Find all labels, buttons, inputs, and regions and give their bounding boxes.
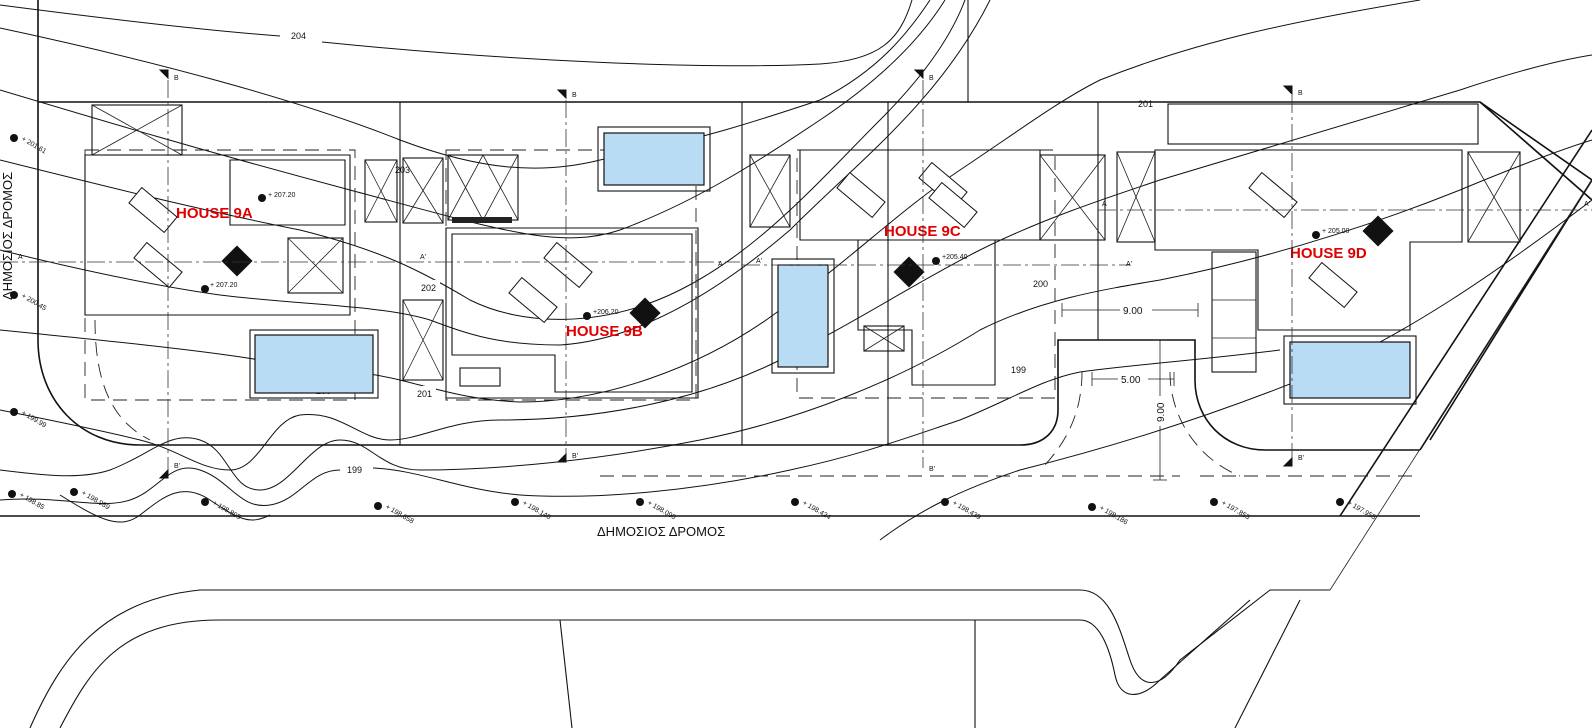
spot-level-marker-icon (511, 498, 519, 506)
spot-level-marker-icon (941, 498, 949, 506)
road-label-left: ΔΗΜΟΣΙΟΣ ΔΡΟΜΟΣ (0, 172, 15, 300)
level-9a-top: + 207.20 (268, 192, 296, 199)
level-9b: +206.20 (593, 309, 619, 316)
sun-lounger (1248, 171, 1358, 309)
pool-9d (1289, 341, 1411, 399)
contour-labels: 204 203 202 201 201 200 200 199 199 (288, 28, 1157, 476)
level-marker-icon (583, 312, 591, 320)
contour-label-201-right: 201 (1138, 99, 1153, 109)
section-mark-b-prime: B' (572, 453, 578, 460)
house-9b: HOUSE 9B +206.20 (402, 126, 711, 401)
section-mark-b-prime: B' (1298, 455, 1304, 462)
contour-label-200-right: 200 (1033, 279, 1048, 289)
section-mark-b: B (174, 75, 179, 82)
section-mark-a: A (1102, 201, 1107, 208)
level-marker-icon (201, 285, 209, 293)
spot-level-marker-icon (1088, 503, 1096, 511)
section-lines: B B B B B' B' B' B' A A' A A' A A' A' (0, 69, 1592, 479)
pool-9b (603, 132, 705, 186)
house-9b-label: HOUSE 9B (566, 323, 643, 340)
house-9d-label: HOUSE 9D (1290, 245, 1367, 262)
section-mark-b-prime: B' (174, 463, 180, 470)
parasol-icon (629, 297, 661, 329)
house-9d: HOUSE 9D + 205.00 (1116, 103, 1521, 405)
pool-9a (254, 334, 374, 394)
spot-level-label: + 200.45 (20, 293, 47, 313)
dimension-width-mid: 5.00 (1121, 375, 1141, 386)
section-mark-a-prime: A' (756, 258, 762, 265)
spot-level-label: + 198.140 (521, 500, 552, 522)
section-mark-b-prime: B' (929, 466, 935, 473)
dimension-lines: 9.00 5.00 9.00 (1061, 303, 1199, 481)
level-marker-icon (1312, 231, 1320, 239)
spot-level-marker-icon (636, 498, 644, 506)
section-mark-a-prime: A' (1584, 201, 1590, 208)
road-label-bottom: ΔΗΜΟΣΙΟΣ ΔΡΟΜΟΣ (597, 524, 725, 539)
dimension-width-top: 9.00 (1123, 306, 1143, 317)
section-mark-b: B (1298, 90, 1303, 97)
spot-level-label: + 197.853 (1220, 500, 1251, 522)
contour-label-199-right: 199 (1011, 365, 1026, 375)
spot-level-marker-icon (374, 502, 382, 510)
house-9c-label: HOUSE 9C (884, 223, 961, 240)
house-9a: HOUSE 9A + 207.20 + 207.20 (84, 104, 398, 401)
spot-level-label: + 198.805 (211, 500, 242, 522)
spot-level-label: + 197.958 (1346, 500, 1377, 522)
level-marker-icon (258, 194, 266, 202)
spot-level-marker-icon (10, 291, 18, 299)
section-mark-a-prime: A' (420, 254, 426, 261)
sun-lounger (128, 186, 183, 289)
spot-level-marker-icon (1336, 498, 1344, 506)
plot-boundaries (37, 0, 1592, 451)
section-mark-a: A (18, 254, 23, 261)
spot-level-marker-icon (8, 490, 16, 498)
spot-level-marker-icon (1210, 498, 1218, 506)
spot-level-marker-icon (70, 488, 78, 496)
sun-lounger (836, 161, 978, 229)
section-mark-a: A (718, 261, 723, 268)
contour-label-201: 201 (417, 389, 432, 399)
level-9a-bottom: + 207.20 (210, 282, 238, 289)
pool-9c (777, 264, 829, 368)
spot-level-marker-icon (10, 408, 18, 416)
house-9a-label: HOUSE 9A (176, 205, 253, 222)
parasol-icon (1362, 215, 1394, 247)
spot-level-label: + 198.424 (801, 500, 832, 522)
contour-label-199: 199 (347, 465, 362, 475)
spot-level-label: + 198.090 (646, 500, 677, 522)
spot-level-label: + 198.85 (18, 492, 45, 512)
contour-label-204: 204 (291, 31, 306, 41)
parasol-icon (893, 256, 925, 288)
spot-level-label: + 199.99 (20, 410, 47, 430)
section-mark-b: B (929, 75, 934, 82)
spot-level-label: + 198.989 (80, 490, 111, 512)
section-mark-b: B (572, 92, 577, 99)
level-marker-icon (932, 257, 940, 265)
spot-level-marker-icon (10, 134, 18, 142)
spot-level-marker-icon (791, 498, 799, 506)
parasol-icon (221, 245, 253, 277)
sun-lounger (508, 241, 593, 324)
spot-level-label: + 198.439 (951, 500, 982, 522)
spot-level-label: + 201.61 (20, 136, 47, 156)
house-9c: HOUSE 9C +205.40 (749, 149, 1106, 399)
contour-label-202: 202 (421, 283, 436, 293)
level-9c: +205.40 (942, 254, 968, 261)
roads (0, 129, 1592, 728)
spot-level-label: + 198.658 (384, 504, 415, 526)
dimension-depth: 9.00 (1156, 402, 1167, 422)
section-mark-a-prime: A' (1126, 261, 1132, 268)
level-9d: + 205.00 (1322, 228, 1350, 235)
spot-level-marker-icon (201, 498, 209, 506)
